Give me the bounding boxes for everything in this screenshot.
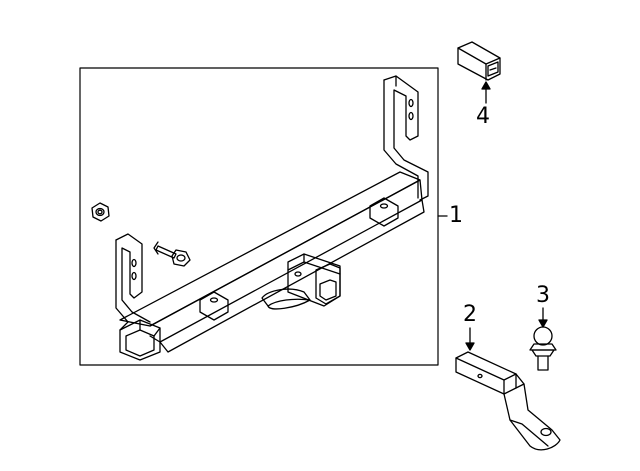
receiver-cover [457, 41, 501, 104]
ball-mount [455, 327, 561, 451]
bolt [153, 241, 191, 267]
callout-1: 1 [449, 203, 463, 228]
hitch-ball [529, 307, 557, 371]
callout-2: 2 [463, 302, 477, 327]
nut [91, 202, 110, 222]
hitch-receiver-assembly [91, 75, 429, 361]
left-mounting-bracket [115, 233, 151, 323]
callout-4: 4 [476, 104, 490, 129]
callout-3: 3 [536, 283, 550, 308]
right-mounting-bracket [383, 75, 429, 201]
